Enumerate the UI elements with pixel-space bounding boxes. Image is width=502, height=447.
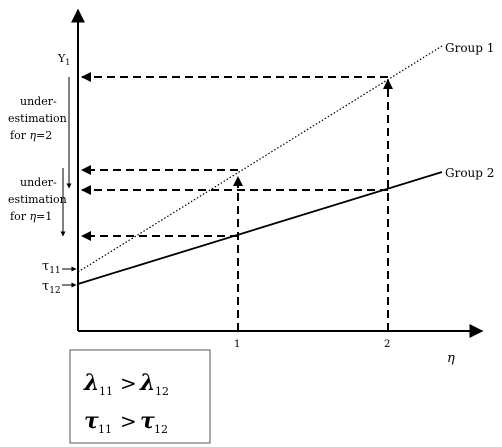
group1-label: Group 1 bbox=[445, 41, 494, 55]
group2-label: Group 2 bbox=[445, 166, 494, 180]
x-tick-2: 2 bbox=[384, 339, 390, 350]
svg-text:estimation: estimation bbox=[8, 112, 67, 125]
y-axis-label: Y1 bbox=[57, 52, 70, 67]
group2-line bbox=[77, 171, 443, 285]
tau12-label: τ12 bbox=[42, 279, 77, 296]
svg-text:τ: τ bbox=[84, 408, 99, 434]
tau11-label: τ11 bbox=[42, 259, 77, 276]
underestimation-eta1-text: under- estimation for η=1 bbox=[8, 176, 67, 223]
svg-text:λ: λ bbox=[139, 370, 155, 396]
svg-text:under-: under- bbox=[20, 95, 57, 108]
svg-text:for η=1: for η=1 bbox=[10, 210, 52, 223]
x-axis-label: η bbox=[447, 351, 455, 366]
group1-line bbox=[77, 45, 443, 273]
underestimation-eta2-text: under- estimation for η=2 bbox=[8, 95, 67, 142]
svg-text:for η=2: for η=2 bbox=[10, 129, 52, 142]
lambda-inequality: λ 11 > λ 12 bbox=[83, 370, 169, 398]
svg-text:λ: λ bbox=[83, 370, 99, 396]
svg-text:>: > bbox=[120, 371, 137, 395]
x-tick-1: 1 bbox=[234, 339, 240, 350]
svg-text:under-: under- bbox=[20, 176, 57, 189]
svg-text:11: 11 bbox=[98, 423, 112, 436]
svg-text:>: > bbox=[120, 409, 137, 433]
parameter-box bbox=[69, 349, 211, 444]
svg-text:11: 11 bbox=[99, 385, 113, 398]
svg-text:τ: τ bbox=[140, 408, 155, 434]
svg-text:τ12: τ12 bbox=[42, 279, 61, 296]
svg-text:12: 12 bbox=[155, 385, 169, 398]
svg-text:12: 12 bbox=[154, 423, 168, 436]
tau-inequality: τ 11 > τ 12 bbox=[84, 408, 168, 436]
svg-text:τ11: τ11 bbox=[42, 259, 61, 276]
svg-text:estimation: estimation bbox=[8, 193, 67, 206]
